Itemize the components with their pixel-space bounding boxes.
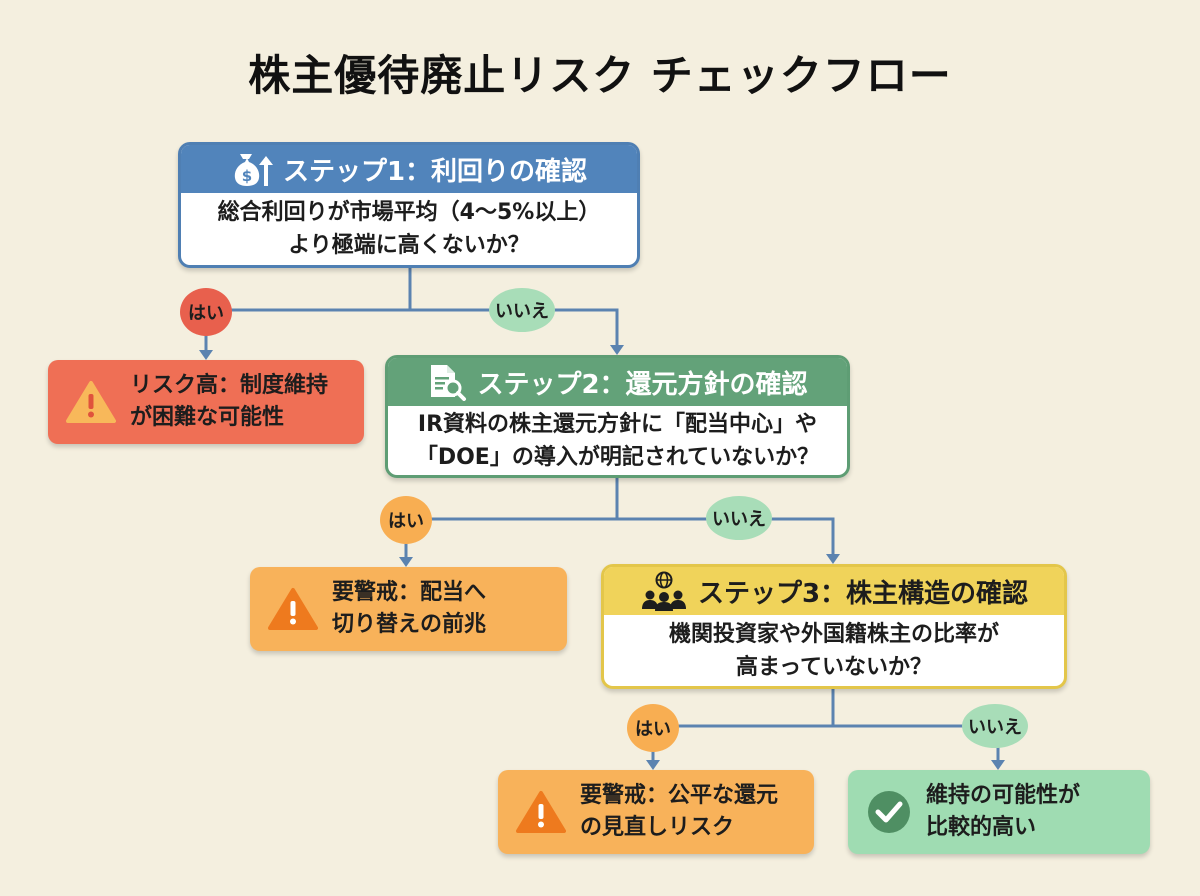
svg-text:$: $ [242, 167, 252, 185]
result-caution-fairness-line-2: の見直しリスク [580, 815, 735, 840]
step-3-box: ステップ3：株主構造の確認 機関投資家や外国籍株主の比率が 高まっていないか？ [601, 564, 1067, 689]
step-2-question-line-2: 「DOE」の導入が明記されていないか？ [415, 444, 820, 470]
answer-no-badge-step-2: いいえ [706, 496, 772, 540]
warning-icon [268, 588, 318, 630]
step-2-question-line-1: IR資料の株主還元方針に「配当中心」や [417, 411, 818, 437]
step-2-title: ステップ2：還元方針の確認 [477, 369, 808, 400]
arrowhead-to-result-ok [991, 760, 1005, 770]
connector-step2-yes [404, 517, 617, 559]
answer-yes-badge-step-3: はい [627, 704, 679, 752]
step-1-question-line-1: 総合利回りが市場平均（4～5%以上） [217, 200, 601, 225]
answer-no-badge-step-3: いいえ [962, 704, 1028, 748]
arrowhead-to-result-warn1 [399, 557, 413, 567]
answer-no-badge-step-1: いいえ [489, 288, 555, 332]
warning-icon [516, 791, 566, 833]
step-2-box: ステップ2：還元方針の確認 IR資料の株主還元方針に「配当中心」や 「DOE」の… [385, 355, 850, 478]
result-likely-maintained-line-1: 維持の可能性が [926, 783, 1081, 809]
result-caution-dividend-line-2: 切り替えの前兆 [332, 612, 487, 637]
connector-step1-yes [204, 308, 410, 352]
check-circle-icon [868, 791, 910, 833]
step-2-header: ステップ2：還元方針の確認 [388, 358, 847, 406]
step-3-question: 機関投資家や外国籍株主の比率が 高まっていないか？ [604, 615, 1064, 686]
result-caution-fairness-line-1: 要警戒：公平な還元 [580, 783, 779, 809]
warning-icon [66, 381, 116, 423]
arrowhead-to-result-warn2 [646, 760, 660, 770]
arrowhead-to-step2 [610, 345, 624, 355]
step-3-title: ステップ3：株主構造の確認 [697, 578, 1029, 609]
result-caution-fairness: 要警戒：公平な還元 の見直しリスク [498, 770, 814, 854]
connector-step3-yes [651, 724, 833, 762]
step-3-question-line-1: 機関投資家や外国籍株主の比率が [668, 621, 999, 647]
money-bag-up-arrow-icon: $ [234, 154, 273, 186]
step-1-header: $ ステップ1：利回りの確認 [181, 145, 637, 193]
step-1-question-line-2: より極端に高くないか？ [288, 233, 530, 258]
result-high-risk: リスク高：制度維持 が困難な可能性 [48, 360, 364, 444]
answer-yes-badge-step-1: はい [180, 288, 232, 336]
step-2-question: IR資料の株主還元方針に「配当中心」や 「DOE」の導入が明記されていないか？ [388, 406, 847, 475]
result-likely-maintained: 維持の可能性が 比較的高い [848, 770, 1150, 854]
page-title: 株主優待廃止リスク チェックフロー [248, 51, 952, 100]
answer-yes-badge-step-2: はい [380, 496, 432, 544]
step-1-question: 総合利回りが市場平均（4～5%以上） より極端に高くないか？ [181, 193, 637, 265]
result-high-risk-line-2: が困難な可能性 [130, 405, 285, 430]
result-caution-dividend: 要警戒：配当へ 切り替えの前兆 [250, 567, 567, 651]
result-caution-dividend-line-1: 要警戒：配当へ [332, 580, 487, 606]
globe-people-icon [641, 571, 686, 611]
arrowhead-to-step3 [826, 554, 840, 564]
connector-step1-no [410, 308, 619, 347]
arrowhead-to-result-high [199, 350, 213, 360]
step-3-header: ステップ3：株主構造の確認 [604, 567, 1064, 615]
step-1-title: ステップ1：利回りの確認 [282, 156, 588, 187]
connector-step2-no [617, 517, 835, 556]
step-1-box: $ ステップ1：利回りの確認 総合利回りが市場平均（4～5%以上） より極端に高… [178, 142, 640, 268]
result-likely-maintained-line-2: 比較的高い [926, 815, 1037, 840]
document-search-icon [431, 365, 467, 401]
step-3-question-line-2: 高まっていないか？ [735, 654, 932, 680]
result-high-risk-line-1: リスク高：制度維持 [130, 373, 329, 399]
